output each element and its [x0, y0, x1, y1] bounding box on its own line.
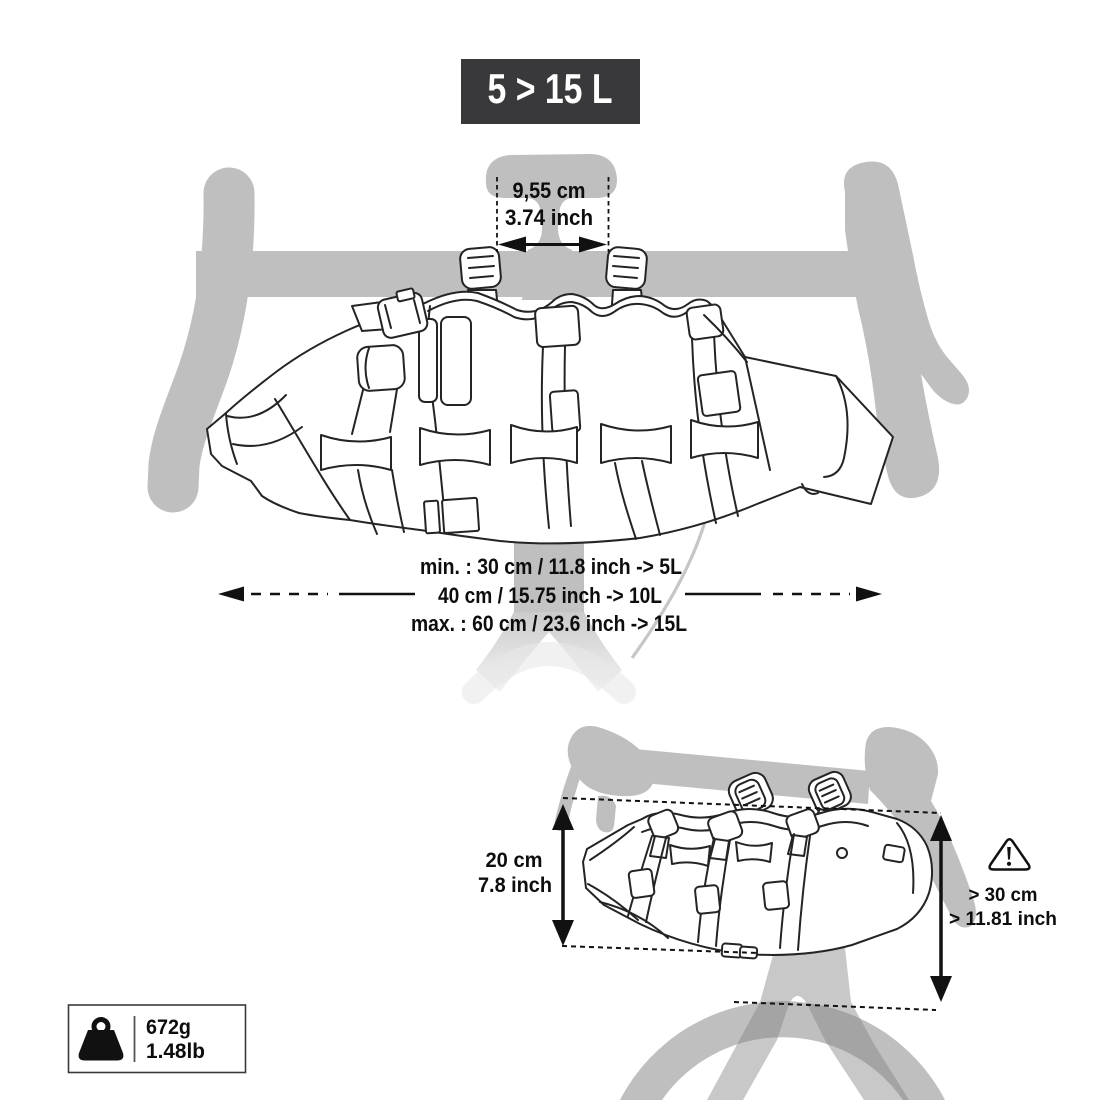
svg-text:max. : 60 cm / 23.6 inch -> 15: max. : 60 cm / 23.6 inch -> 15L — [411, 611, 687, 636]
svg-text:672g: 672g — [146, 1016, 191, 1039]
svg-text:1.48lb: 1.48lb — [146, 1040, 205, 1063]
svg-text:5 > 15 L: 5 > 15 L — [488, 65, 613, 112]
svg-text:7.8 inch: 7.8 inch — [478, 874, 552, 897]
svg-text:20 cm: 20 cm — [486, 849, 543, 872]
svg-text:40 cm / 15.75 inch -> 10L: 40 cm / 15.75 inch -> 10L — [438, 583, 662, 608]
svg-text:> 11.81 inch: > 11.81 inch — [949, 909, 1057, 930]
svg-text:3.74 inch: 3.74 inch — [505, 205, 593, 230]
svg-text:> 30 cm: > 30 cm — [969, 885, 1038, 906]
svg-text:9,55 cm: 9,55 cm — [513, 178, 586, 203]
svg-text:min. : 30 cm / 11.8 inch -> 5L: min. : 30 cm / 11.8 inch -> 5L — [420, 554, 682, 579]
